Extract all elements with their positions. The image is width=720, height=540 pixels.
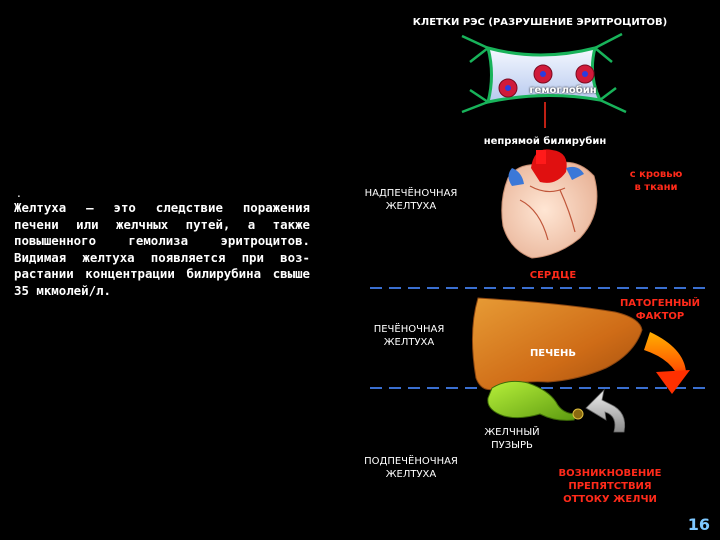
res-cells-title: КЛЕТКИ РЭС (РАЗРУШЕНИЕ ЭРИТРОЦИТОВ) <box>412 17 668 28</box>
gallbladder-line2: ПУЗЫРЬ <box>491 440 533 451</box>
blood-to-tissues-line1: с кровью <box>629 169 683 180</box>
gallbladder-label: ЖЕЛЧНЫЙ ПУЗЫРЬ <box>466 426 558 452</box>
posthepatic-line1: ПОДПЕЧЁНОЧНАЯ <box>364 456 458 467</box>
res-cell <box>461 32 627 114</box>
hepatic-line2: ЖЕЛТУХА <box>383 337 435 348</box>
obstruction-label: ВОЗНИКНОВЕНИЕ ПРЕПЯТСТВИЯ ОТТОКУ ЖЕЛЧИ <box>542 467 678 506</box>
obstruction-line3: ОТТОКУ ЖЕЛЧИ <box>563 494 657 505</box>
pathogenic-factor-line1: ПАТОГЕННЫЙ <box>619 298 701 309</box>
obstruction-line2: ПРЕПЯТСТВИЯ <box>568 481 652 492</box>
pathogenic-factor-label: ПАТОГЕННЫЙ ФАКТОР <box>610 297 710 323</box>
pathogenic-factor-arrow-icon <box>644 332 690 394</box>
blood-to-tissues-line2: в ткани <box>634 182 678 193</box>
liver-label: ПЕЧЕНЬ <box>529 348 577 359</box>
hepatic-line1: ПЕЧЁНОЧНАЯ <box>373 324 445 335</box>
blood-to-tissues-label: с кровью в ткани <box>618 168 694 194</box>
jaundice-definition-text: Желтуха – это следствие поражения печени… <box>14 200 310 298</box>
indirect-bilirubin-label: непрямой билирубин <box>483 136 607 147</box>
bullet-marker: . <box>17 186 21 200</box>
obstruction-line1: ВОЗНИКНОВЕНИЕ <box>558 468 662 479</box>
gallstone-icon <box>572 408 584 420</box>
prehepatic-line2: ЖЕЛТУХА <box>385 201 437 212</box>
heart-illustration <box>501 149 598 259</box>
heart-label: СЕРДЦЕ <box>529 270 577 281</box>
liver-shape <box>471 297 643 391</box>
gallbladder-shape <box>487 380 577 421</box>
posthepatic-jaundice-label: ПОДПЕЧЁНОЧНАЯ ЖЕЛТУХА <box>346 455 476 481</box>
pathogenic-factor-line2: ФАКТОР <box>635 311 685 322</box>
hemoglobin-label: гемоглобин <box>529 85 597 96</box>
obstruction-arrow-icon <box>585 388 626 433</box>
gallbladder-line1: ЖЕЛЧНЫЙ <box>484 427 540 438</box>
prehepatic-jaundice-label: НАДПЕЧЁНОЧНАЯ ЖЕЛТУХА <box>348 187 474 213</box>
posthepatic-line2: ЖЕЛТУХА <box>385 469 437 480</box>
slide-number: 16 <box>687 515 710 534</box>
prehepatic-line1: НАДПЕЧЁНОЧНАЯ <box>364 188 458 199</box>
hepatic-jaundice-label: ПЕЧЁНОЧНАЯ ЖЕЛТУХА <box>350 323 468 349</box>
